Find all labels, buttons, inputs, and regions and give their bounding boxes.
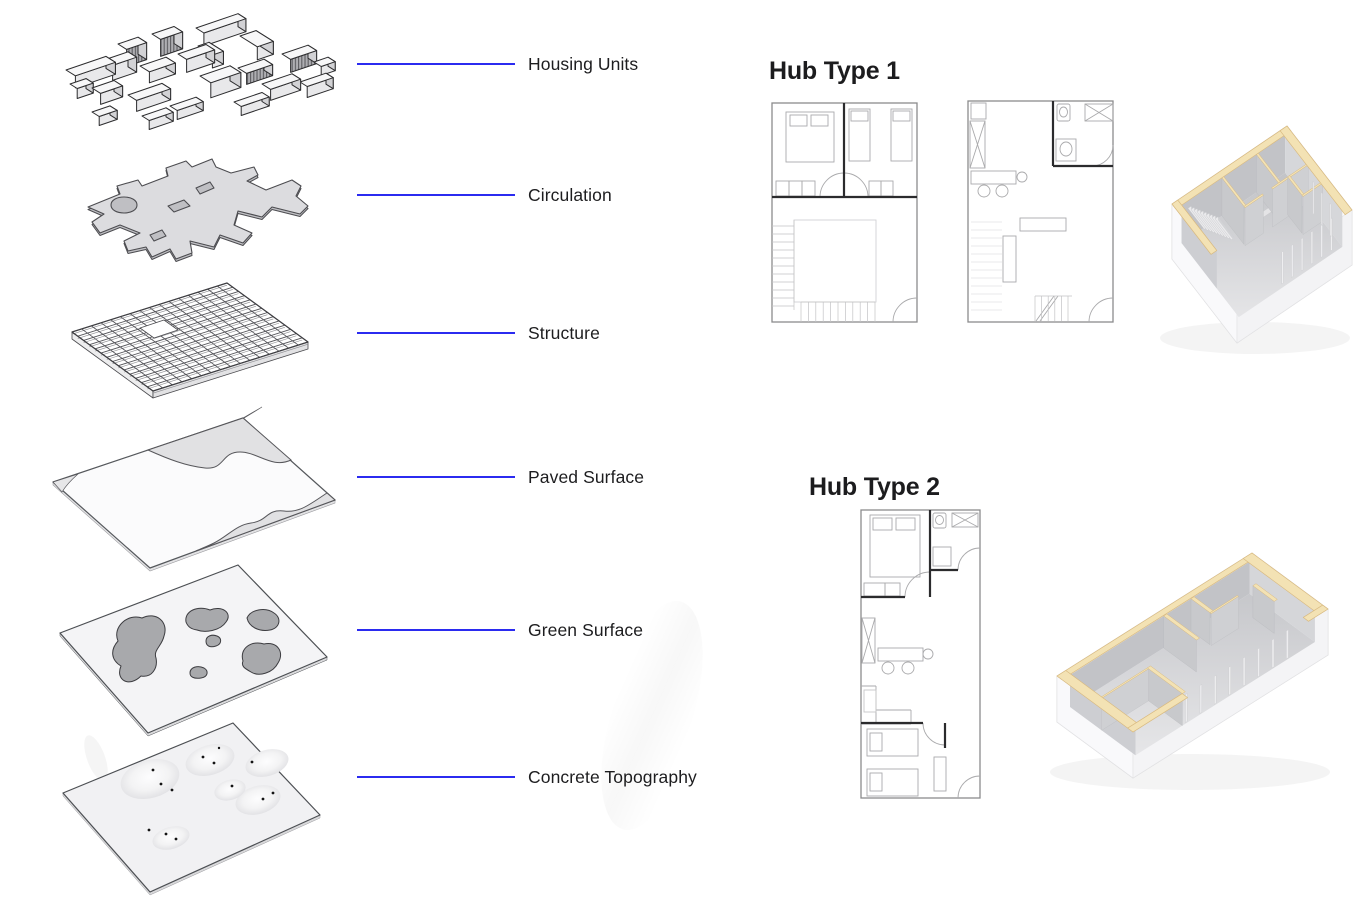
leader-line [357, 193, 515, 197]
green-surface-layer-drawing [59, 564, 328, 737]
layer-label: Concrete Topography [528, 766, 697, 787]
hub-type-2-title: Hub Type 2 [809, 473, 940, 501]
layer-label: Paved Surface [528, 466, 645, 487]
plan-stair-lines [971, 221, 1072, 321]
layer-label: Circulation [528, 184, 612, 205]
hub2-axonometric-view [1056, 552, 1329, 779]
legend-row-green-surface: Green Surface [357, 618, 643, 642]
legend-row-concrete-topography: Concrete Topography [357, 765, 697, 789]
legend-row-circulation: Circulation [357, 183, 612, 207]
topography-dots [147, 746, 275, 841]
leader-line [357, 775, 515, 779]
hub1-floor-plan-a [771, 102, 918, 323]
hub-type-1-title: Hub Type 1 [769, 57, 900, 85]
circulation-layer-drawing [87, 158, 309, 262]
layer-label: Green Surface [528, 619, 644, 640]
hub1-floor-plan-b [967, 100, 1114, 323]
legend-row-structure: Structure [357, 321, 600, 345]
layer-label: Structure [528, 322, 600, 343]
hub2-floor-plan [860, 509, 981, 799]
hub1-axonometric-view [1171, 125, 1353, 344]
legend-row-paved-surface: Paved Surface [357, 465, 644, 489]
structure-layer-drawing [71, 282, 309, 399]
layer-label: Housing Units [528, 53, 639, 74]
leader-line [357, 62, 515, 66]
paved-surface-layer-drawing [52, 406, 336, 572]
plan-stair-lines [772, 220, 876, 322]
legend-row-housing-units: Housing Units [357, 52, 638, 76]
leader-line [357, 331, 515, 335]
housing-units-layer-drawing [65, 13, 336, 130]
leader-line [357, 628, 515, 632]
leader-line [357, 475, 515, 479]
concrete-topography-layer-drawing [62, 722, 321, 896]
